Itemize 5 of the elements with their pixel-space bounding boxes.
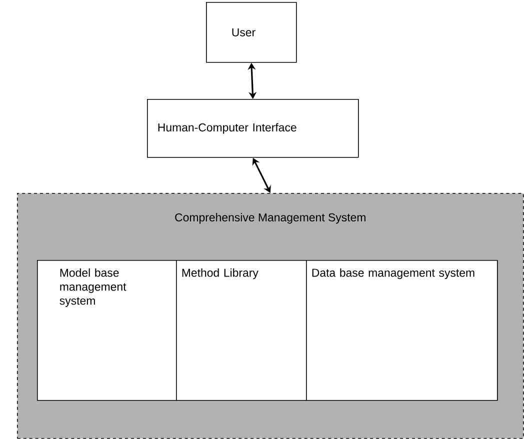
process-box: Human-Computer Interface bbox=[147, 99, 359, 158]
module-box: Data base management system bbox=[306, 260, 498, 401]
process-box: User bbox=[206, 2, 297, 63]
module-box: Model base management system bbox=[37, 260, 177, 401]
module-box: Method Library bbox=[176, 260, 307, 401]
